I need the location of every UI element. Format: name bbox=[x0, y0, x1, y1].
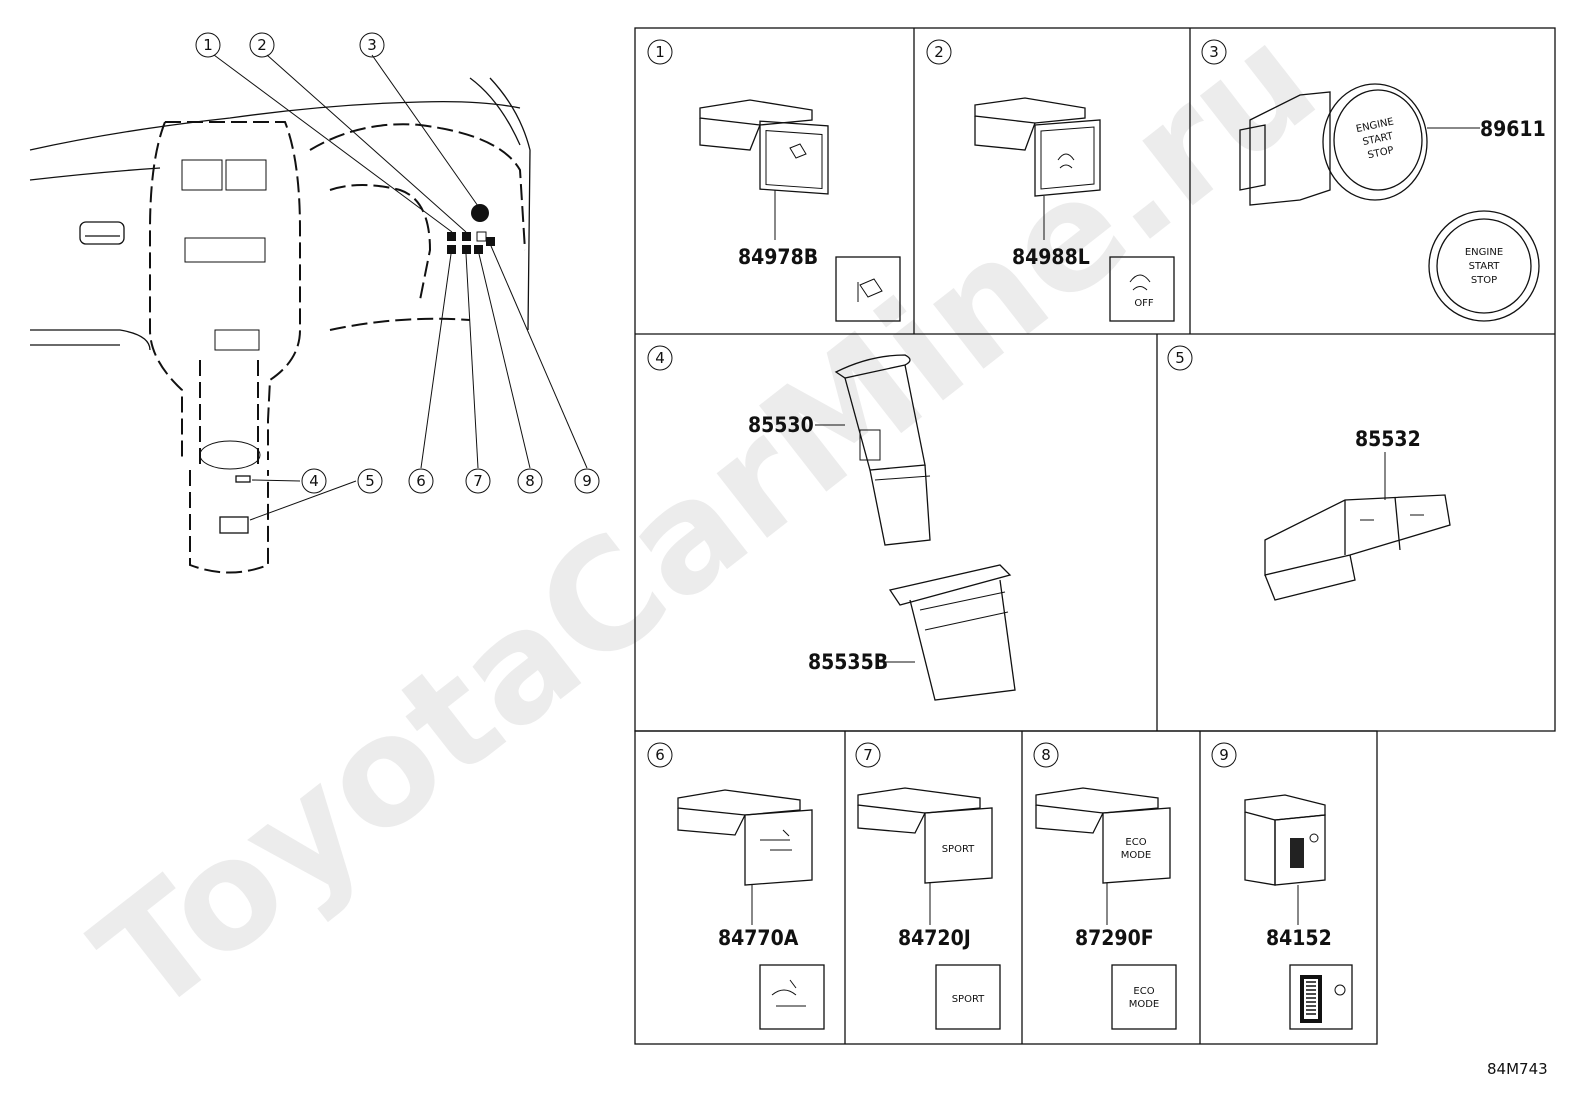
svg-text:5: 5 bbox=[365, 472, 375, 490]
panel-5: 5 85532 bbox=[1167, 345, 1451, 601]
panel-6: 6 84770A bbox=[647, 742, 825, 1030]
svg-text:8: 8 bbox=[1041, 746, 1051, 764]
svg-text:84988L: 84988L bbox=[1012, 245, 1090, 269]
svg-text:6: 6 bbox=[416, 472, 426, 490]
svg-text:OFF: OFF bbox=[1134, 298, 1154, 309]
svg-text:4: 4 bbox=[309, 472, 319, 490]
svg-text:SPORT: SPORT bbox=[942, 844, 975, 855]
panel-4: 4 85530 85535B bbox=[647, 345, 1016, 701]
callout-7: 7 bbox=[465, 468, 491, 494]
icon-inset-84978B bbox=[835, 256, 901, 322]
switch-84720J: SPORT bbox=[857, 787, 993, 884]
svg-text:7: 7 bbox=[863, 746, 873, 764]
svg-text:85530: 85530 bbox=[748, 413, 814, 437]
panel-2: 2 84988L OFF bbox=[926, 39, 1175, 322]
svg-text:ECO: ECO bbox=[1125, 837, 1146, 848]
svg-text:ENGINE: ENGINE bbox=[1465, 247, 1503, 258]
svg-text:8: 8 bbox=[525, 472, 535, 490]
svg-text:9: 9 bbox=[1219, 746, 1229, 764]
panel-1: 1 84978B bbox=[647, 39, 901, 322]
svg-text:85535B: 85535B bbox=[808, 650, 888, 674]
icon-inset-87290F: ECO MODE bbox=[1111, 964, 1177, 1030]
icon-inset-84152 bbox=[1289, 964, 1353, 1030]
callout-5: 5 bbox=[357, 468, 383, 494]
svg-text:ECO: ECO bbox=[1133, 986, 1154, 997]
svg-text:84770A: 84770A bbox=[718, 926, 799, 950]
callout-4: 4 bbox=[301, 468, 327, 494]
svg-text:84720J: 84720J bbox=[898, 926, 971, 950]
svg-text:MODE: MODE bbox=[1129, 999, 1160, 1010]
callout-6: 6 bbox=[408, 468, 434, 494]
engine-start-button-face: ENGINE START STOP bbox=[1428, 210, 1540, 322]
svg-text:2: 2 bbox=[934, 43, 944, 61]
socket-85535B bbox=[888, 564, 1016, 701]
watermark: ToyotaCarMine.ru bbox=[65, 0, 1347, 1048]
dashboard-overview bbox=[29, 77, 531, 574]
svg-text:85532: 85532 bbox=[1355, 427, 1421, 451]
svg-text:89611: 89611 bbox=[1480, 117, 1546, 141]
icon-inset-84770A bbox=[759, 964, 825, 1030]
callout-2: 2 bbox=[249, 32, 275, 58]
callout-8: 8 bbox=[517, 468, 543, 494]
panel-grid bbox=[634, 27, 1556, 1045]
icon-inset-84988L: OFF bbox=[1109, 256, 1175, 322]
svg-text:87290F: 87290F bbox=[1075, 926, 1154, 950]
panel-index: 1 bbox=[655, 43, 665, 61]
svg-text:2: 2 bbox=[257, 36, 267, 54]
overview-leaders bbox=[213, 54, 588, 521]
svg-text:7: 7 bbox=[473, 472, 483, 490]
callout-3: 3 bbox=[359, 32, 385, 58]
switch-84770A bbox=[677, 789, 813, 886]
socket-85530 bbox=[834, 354, 931, 546]
svg-text:1: 1 bbox=[203, 36, 213, 54]
svg-text:3: 3 bbox=[1209, 43, 1219, 61]
switch-85532 bbox=[1264, 494, 1451, 601]
panel-7: 7 SPORT 84720J SPORT bbox=[855, 742, 1001, 1030]
svg-text:5: 5 bbox=[1175, 349, 1185, 367]
part-number: 84978B bbox=[738, 245, 818, 269]
svg-text:STOP: STOP bbox=[1471, 275, 1497, 286]
callout-9: 9 bbox=[574, 468, 600, 494]
switch-84152 bbox=[1244, 794, 1326, 886]
callout-1: 1 bbox=[195, 32, 221, 58]
svg-text:84152: 84152 bbox=[1266, 926, 1332, 950]
svg-text:9: 9 bbox=[582, 472, 592, 490]
svg-text:3: 3 bbox=[367, 36, 377, 54]
switch-84988L bbox=[974, 97, 1101, 197]
svg-text:STOP: STOP bbox=[1367, 145, 1395, 161]
panel-9: 9 84152 bbox=[1211, 742, 1353, 1030]
svg-text:4: 4 bbox=[655, 349, 665, 367]
diagram-code: 84M743 bbox=[1487, 1060, 1548, 1078]
svg-text:START: START bbox=[1469, 261, 1501, 272]
svg-text:MODE: MODE bbox=[1121, 850, 1152, 861]
switch-87290F: ECO MODE bbox=[1035, 787, 1171, 884]
switch-84978B bbox=[699, 99, 829, 195]
panel-8: 8 ECO MODE 87290F ECO MODE bbox=[1033, 742, 1177, 1030]
svg-text:SPORT: SPORT bbox=[952, 994, 985, 1005]
icon-inset-84720J: SPORT bbox=[935, 964, 1001, 1030]
svg-text:6: 6 bbox=[655, 746, 665, 764]
overview-callouts: 1 2 3 4 5 6 7 8 9 bbox=[195, 32, 600, 494]
